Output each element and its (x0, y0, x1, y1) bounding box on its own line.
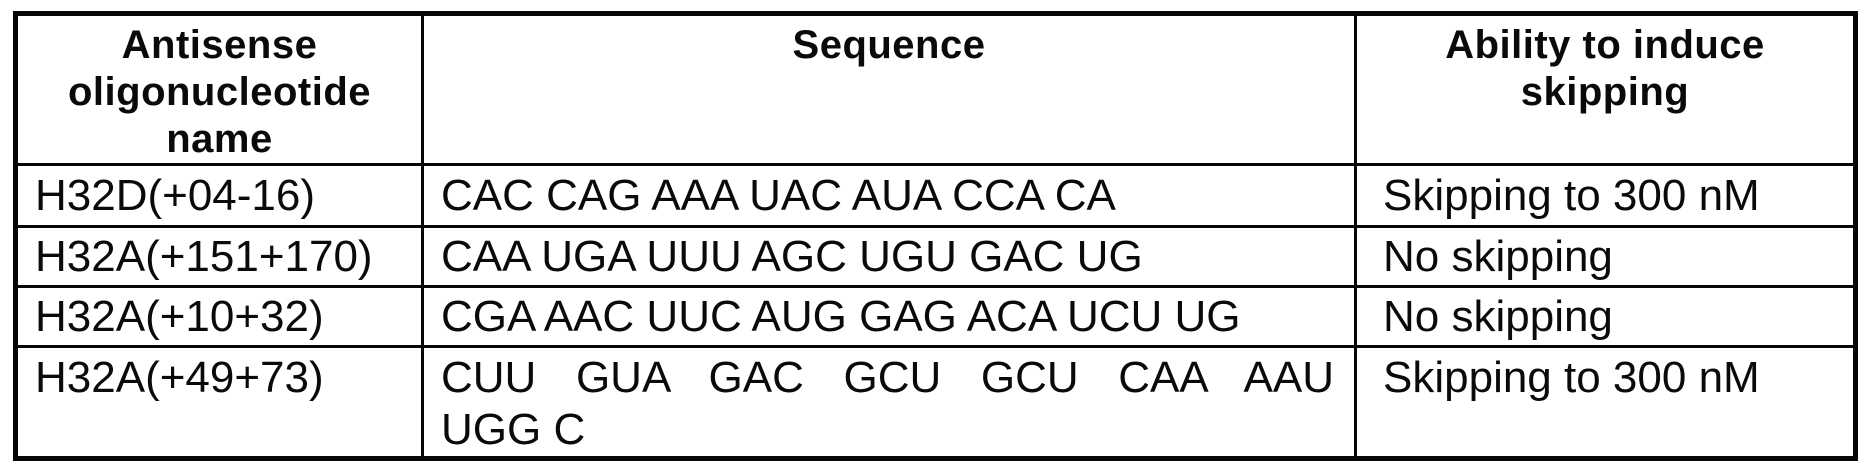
oligonucleotide-table: Antisense oligonucleotide name Sequence … (13, 11, 1858, 461)
sequence-text-wrap: UGG C (441, 405, 586, 454)
oligo-name-cell: H32A(+10+32) (14, 285, 424, 348)
table-row: H32A(+151+170) CAA UGA UUU AGC UGU GAC U… (14, 225, 1857, 288)
table-row: H32A(+49+73) CUU GUA GAC GCU GCU CAA AAU… (14, 345, 1857, 460)
sequence-cell: CAA UGA UUU AGC UGU GAC UG (421, 225, 1357, 288)
ability-cell: No skipping (1354, 225, 1857, 288)
oligo-name-cell: H32A(+49+73) (14, 345, 424, 460)
ability-cell: Skipping to 300 nM (1354, 345, 1857, 460)
header-row: Antisense oligonucleotide name Sequence … (14, 12, 1857, 166)
oligo-name-cell: H32D(+04-16) (14, 163, 424, 228)
sequence-cell: CAC CAG AAA UAC AUA CCA CA (421, 163, 1357, 228)
sequence-text: CGA AAC UUC AUG GAG ACA UCU UG (441, 291, 1241, 341)
table-row: H32D(+04-16) CAC CAG AAA UAC AUA CCA CA … (14, 163, 1857, 228)
ability-cell: Skipping to 300 nM (1354, 163, 1857, 228)
table-row: H32A(+10+32) CGA AAC UUC AUG GAG ACA UCU… (14, 285, 1857, 348)
ability-cell: No skipping (1354, 285, 1857, 348)
sequence-text: CAC CAG AAA UAC AUA CCA CA (441, 170, 1116, 220)
sequence-text: CAA UGA UUU AGC UGU GAC UG (441, 231, 1143, 281)
oligo-name-cell: H32A(+151+170) (14, 225, 424, 288)
sequence-text: CUU GUA GAC GCU GCU CAA AAU (441, 353, 1334, 402)
sequence-cell: CUU GUA GAC GCU GCU CAA AAU UGG C (421, 345, 1357, 460)
sequence-cell: CGA AAC UUC AUG GAG ACA UCU UG (421, 285, 1357, 348)
header-sequence: Sequence (421, 12, 1357, 166)
header-ability-to-induce-skipping: Ability to induce skipping (1354, 12, 1857, 166)
header-antisense-oligonucleotide-name: Antisense oligonucleotide name (14, 12, 424, 166)
